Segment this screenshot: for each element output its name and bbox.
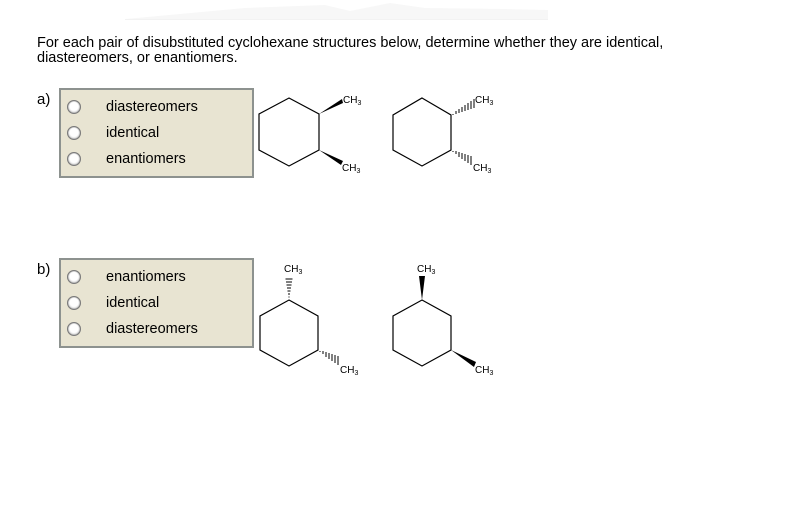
option-a-diastereomers[interactable]: diastereomers <box>67 96 198 118</box>
wedge-bond-icon <box>319 99 343 114</box>
option-b-diastereomers[interactable]: diastereomers <box>67 318 198 340</box>
question-b-label: b) <box>37 261 51 278</box>
radio-button-icon[interactable] <box>67 322 81 336</box>
wedge-bond-icon <box>319 150 343 165</box>
svg-text:CH3: CH3 <box>473 163 491 175</box>
svg-text:CH3: CH3 <box>475 365 493 377</box>
radio-button-icon[interactable] <box>67 270 81 284</box>
option-b-enantiomers[interactable]: enantiomers <box>67 266 186 288</box>
svg-text:CH3: CH3 <box>340 365 358 377</box>
header-decoration <box>125 3 548 20</box>
wedge-bond-icon <box>451 350 476 367</box>
svg-text:CH3: CH3 <box>475 95 493 107</box>
structure-a1: CH3 CH3 <box>258 95 361 175</box>
question-b-choices: enantiomers identical diastereomers <box>59 258 254 348</box>
hash-bond-icon <box>319 351 339 365</box>
radio-button-icon[interactable] <box>67 126 81 140</box>
radio-button-icon[interactable] <box>67 152 81 166</box>
radio-button-icon[interactable] <box>67 100 81 114</box>
structure-a2: CH3 CH3 <box>392 95 493 175</box>
structure-b2: CH3 CH3 <box>392 264 493 377</box>
svg-text:CH3: CH3 <box>342 163 360 175</box>
svg-text:CH3: CH3 <box>343 95 361 107</box>
wedge-bond-icon <box>419 276 425 300</box>
question-prompt: For each pair of disubstituted cyclohexa… <box>37 35 664 66</box>
svg-text:CH3: CH3 <box>417 264 435 276</box>
svg-text:CH3: CH3 <box>284 264 302 276</box>
radio-button-icon[interactable] <box>67 296 81 310</box>
question-a-label: a) <box>37 91 51 108</box>
option-a-identical[interactable]: identical <box>67 122 159 144</box>
structure-b1: CH3 CH3 <box>259 264 358 377</box>
hash-bond-icon <box>452 151 472 165</box>
question-a-choices: diastereomers identical enantiomers <box>59 88 254 178</box>
hash-bond-icon <box>452 99 475 115</box>
option-a-enantiomers[interactable]: enantiomers <box>67 148 186 170</box>
option-b-identical[interactable]: identical <box>67 292 159 314</box>
hash-bond-icon <box>285 278 293 298</box>
